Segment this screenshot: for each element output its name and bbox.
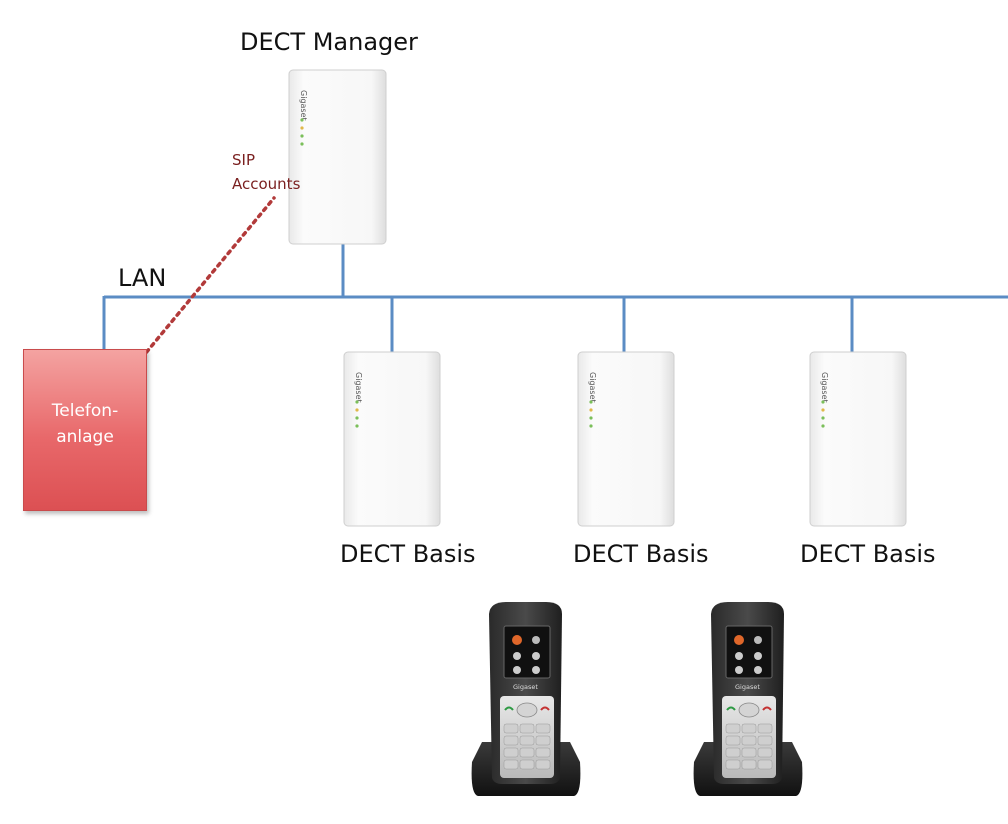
dect-handset: Gigaset xyxy=(693,602,803,796)
led-icon xyxy=(821,408,825,412)
pbx-label: Telefon- anlage xyxy=(24,398,146,450)
lan-label: LAN xyxy=(118,264,167,292)
led-icon xyxy=(589,400,593,404)
led-icon xyxy=(821,424,825,428)
pbx-box: Telefon- anlage xyxy=(23,349,147,511)
brand-logo: Gigaset xyxy=(354,372,363,403)
brand-logo: Gigaset xyxy=(588,372,597,403)
sip-label-line2: Accounts xyxy=(232,175,301,193)
led-icon xyxy=(300,134,304,138)
led-icon xyxy=(355,408,359,412)
brand-logo: Gigaset xyxy=(513,683,538,691)
led-icon xyxy=(589,408,593,412)
pbx-label-line1: Telefon- xyxy=(51,401,119,421)
dect-base-label-3: DECT Basis xyxy=(800,540,936,568)
brand-logo: Gigaset xyxy=(299,90,308,121)
dect-manager-device: Gigaset xyxy=(288,69,387,245)
brand-logo: Gigaset xyxy=(820,372,829,403)
led-icon xyxy=(300,126,304,130)
led-icon xyxy=(300,142,304,146)
led-icon xyxy=(355,416,359,420)
pbx-label-line2: anlage xyxy=(56,427,114,447)
sip-accounts-label: SIP Accounts xyxy=(232,148,300,196)
display-icon xyxy=(503,625,551,679)
dect-base-device: Gigaset xyxy=(809,351,907,527)
dect-manager-label: DECT Manager xyxy=(240,28,418,56)
led-icon xyxy=(355,400,359,404)
dect-base-label-2: DECT Basis xyxy=(573,540,709,568)
led-icon xyxy=(355,424,359,428)
dect-handset: Gigaset xyxy=(471,602,581,796)
dect-base-label-1: DECT Basis xyxy=(340,540,476,568)
brand-logo: Gigaset xyxy=(735,683,760,691)
led-icon xyxy=(821,416,825,420)
led-icon xyxy=(589,424,593,428)
dect-base-device: Gigaset xyxy=(577,351,675,527)
led-icon xyxy=(589,416,593,420)
sip-label-line1: SIP xyxy=(232,151,255,169)
display-icon xyxy=(725,625,773,679)
dect-base-device: Gigaset xyxy=(343,351,441,527)
led-icon xyxy=(821,400,825,404)
led-icon xyxy=(300,118,304,122)
lan-network xyxy=(102,244,1008,352)
